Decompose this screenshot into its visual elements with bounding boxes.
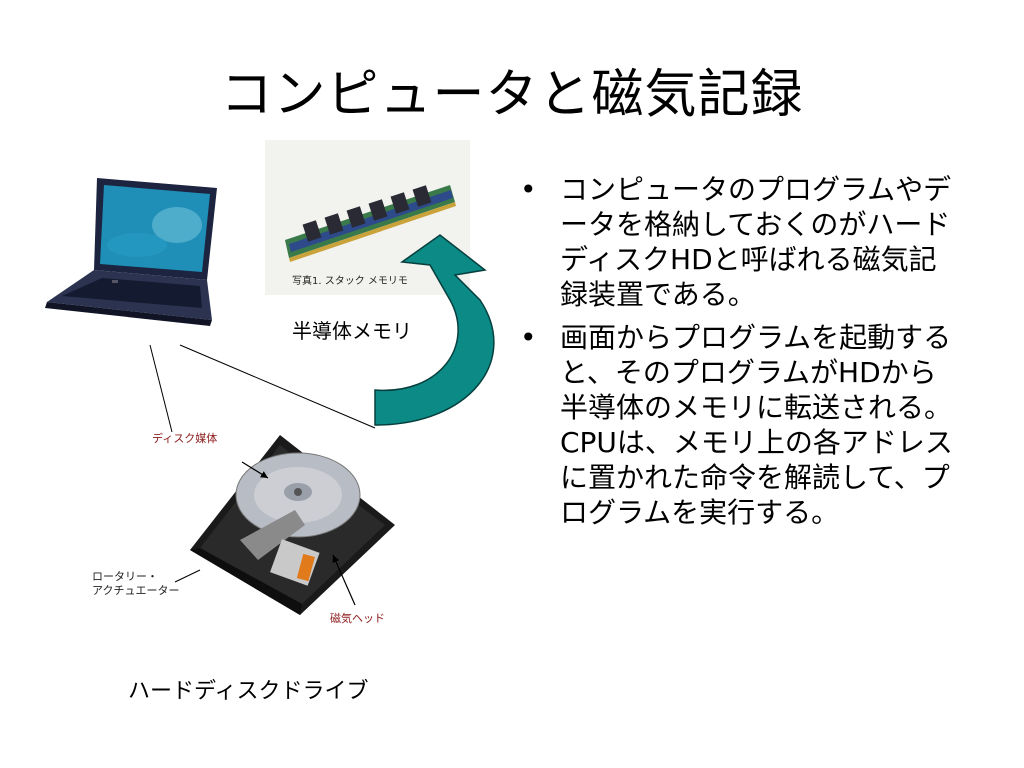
bullet-item: • コンピュータのプログラムやデータを格納しておくのがハードディスクHDと呼ばれ… <box>520 172 960 312</box>
laptop-icon <box>45 178 217 326</box>
bullet-dot: • <box>520 173 537 206</box>
slide-title: コンピュータと磁気記録 <box>220 65 804 125</box>
memory-module-icon <box>265 140 470 295</box>
memory-label: 半導体メモリ <box>292 319 412 343</box>
head-label: 磁気ヘッド <box>330 612 385 625</box>
bullet-text: 画面からプログラムを起動すると、そのプログラムがHDから半導体のメモリに転送され… <box>560 321 953 529</box>
hdd-caption: ハードディスクドライブ <box>128 679 369 704</box>
memory-photo-caption: 写真1. スタック メモリモ <box>292 276 408 287</box>
actuator-label: ロータリー・ アクチュエーター <box>92 570 180 597</box>
bullet-list: • コンピュータのプログラムやデータを格納しておくのがハードディスクHDと呼ばれ… <box>520 172 960 538</box>
bullet-item: • 画面からプログラムを起動すると、そのプログラムがHDから半導体のメモリに転送… <box>520 320 960 530</box>
bullet-text: コンピュータのプログラムやデータを格納しておくのがハードディスクHDと呼ばれる磁… <box>560 173 952 311</box>
disk-media-label: ディスク媒体 <box>152 432 218 445</box>
bullet-dot: • <box>520 321 537 354</box>
